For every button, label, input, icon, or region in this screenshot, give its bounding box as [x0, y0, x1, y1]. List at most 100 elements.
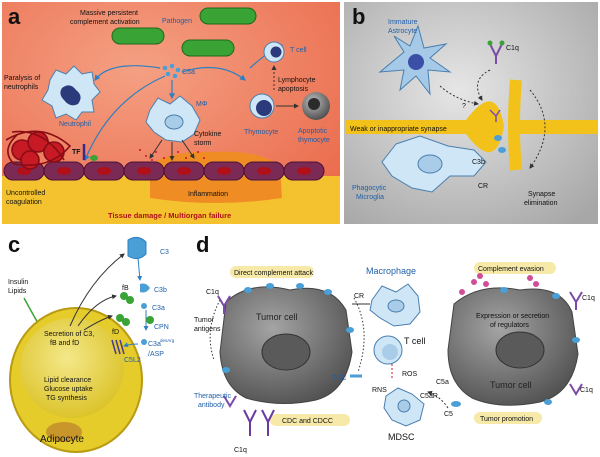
synapse-elimination-line1: Synapse	[528, 191, 555, 198]
question-mark: ?	[462, 103, 466, 110]
fb-label: fB	[122, 285, 129, 292]
cytokine-label-line2: storm	[194, 140, 212, 147]
microglia-nucleus	[417, 154, 443, 174]
lipid-clearance-label: Lipid clearance	[44, 377, 91, 384]
tf-complex	[90, 155, 98, 161]
c5l2-receptor: C5L2	[111, 339, 141, 364]
macrophage-a: MΦ	[145, 95, 208, 143]
tumor-cell-left-label: Tumor cell	[256, 312, 298, 322]
tg-synthesis-label: TG synthesis	[46, 395, 87, 402]
microglia-label-line2: Microglia	[356, 194, 384, 201]
fb-factor: fB	[120, 285, 134, 304]
c3a-desarg-label: C3a	[148, 341, 161, 348]
pathogen-rod	[111, 27, 165, 45]
direct-attack-pill	[230, 266, 314, 278]
thymocyte: Thymocyte	[244, 93, 278, 136]
neutrophil-label: Neutrophil	[59, 121, 91, 128]
tumor-cell-right: Tumor cell	[447, 287, 579, 406]
inflammation-label: Inflammation	[188, 191, 228, 198]
c3b-fragment: C3b	[140, 283, 167, 294]
mdsc-label: MDSC	[388, 432, 415, 442]
paralysis-label-line2: neutrophils	[4, 84, 39, 91]
expression-label-line1: Expression or secretion	[476, 313, 549, 320]
complement-evasion-pill	[474, 262, 556, 274]
pathogen-rod	[181, 39, 235, 57]
endothelium	[3, 161, 325, 181]
tf-label: TF	[72, 149, 81, 156]
secretion-label-line1: Secretion of C3,	[44, 331, 94, 338]
mphi-label: MΦ	[196, 101, 208, 108]
blood-clot	[5, 130, 72, 170]
c1q-label-d3: C1q	[582, 295, 595, 302]
insulin-label: Insulin	[8, 279, 28, 286]
c5l2-label: C5L2	[124, 357, 141, 364]
fd-factor: fD	[112, 314, 130, 336]
c5a-label-d: C5a	[436, 379, 449, 386]
thymocyte-nucleus	[256, 100, 272, 116]
cpn-label: CPN	[154, 324, 169, 331]
panel-c-label: c	[8, 232, 20, 257]
cdc-pill	[270, 414, 350, 426]
pathogen-label: Pathogen	[162, 18, 192, 25]
tumor-antigens-line2: antigens	[194, 326, 221, 333]
c3a-desarg: C3a desArg /ASP	[141, 338, 175, 358]
apoptotic-label-line2: thymocyte	[298, 137, 330, 144]
coagulation-label-line1: Uncontrolled	[6, 190, 45, 197]
coagulation-label-line2: coagulation	[6, 199, 42, 206]
mdsc-nucleus	[397, 399, 411, 413]
c1q-label-d1: C1q	[206, 289, 219, 296]
c1q-label: C1q	[506, 45, 519, 52]
c5l2-arrow	[123, 342, 139, 348]
right-tumor-c3b	[500, 287, 580, 405]
paralysis-label-line1: Paralysis of	[4, 75, 40, 82]
c1q-arrow	[477, 69, 491, 101]
asp-label: /ASP	[148, 351, 164, 358]
left-tumor-c1q	[217, 295, 237, 408]
mdsc-cell: MDSC	[383, 387, 425, 442]
lipid-droplet	[20, 318, 124, 418]
panel-a: a	[2, 2, 340, 224]
tissue-damage-label: Tissue damage / Multiorgan failure	[108, 211, 231, 220]
tumor-cell-right-label: Tumor cell	[490, 380, 532, 390]
immature-astrocyte: Immature Astrocyte	[378, 19, 452, 96]
apoptotic-cell-nucleus	[308, 98, 320, 110]
astrocyte-label-line2: Astrocyte	[388, 28, 417, 35]
panel-a-label: a	[8, 4, 21, 29]
c5-label-d: C5	[444, 411, 453, 418]
elimination-arrow	[529, 89, 546, 169]
panel-c: c Insulin Lipids Adipocyte Secretion of …	[2, 228, 186, 455]
tumor-cell-left: Tumor cell	[219, 286, 353, 405]
lymphocyte-label-line2: apoptosis	[278, 86, 308, 93]
left-tumor-c3b	[222, 283, 354, 373]
panel-d-label: d	[196, 232, 209, 257]
right-tumor-c1q	[569, 291, 583, 396]
c3b-label-c: C3b	[154, 287, 167, 294]
pathogen-rod	[199, 7, 257, 25]
therapeutic-line2: antibody	[198, 402, 225, 409]
t-cell-d-label: T cell	[404, 336, 425, 346]
neutrophil: Neutrophil	[41, 65, 101, 128]
adipocyte-nucleus	[46, 422, 82, 442]
macrophage-d-nucleus	[387, 299, 405, 313]
ros-label: ROS	[402, 371, 418, 378]
macrophage-d: Macrophage	[366, 266, 421, 327]
c5ar-label: C5aR	[420, 393, 438, 400]
panel-d: d Direct complement attack Complement ev…	[190, 228, 598, 455]
apoptotic-thymocyte: Apoptotic thymocyte	[298, 92, 330, 144]
secretion-label-line2: fB and fD	[50, 340, 79, 347]
c3a-label: C3a	[152, 305, 165, 312]
microglia-label-line1: Phagocytic	[352, 185, 387, 192]
c5a-signal-lines	[84, 44, 284, 162]
adipocyte-label: Adipocyte	[40, 434, 84, 445]
fd-secretion-arrow	[83, 314, 113, 331]
lipids-label: Lipids	[8, 288, 27, 295]
astrocyte-label-line1: Immature	[388, 19, 418, 26]
postsynaptic-terminal	[508, 79, 522, 171]
direct-attack-label: Direct complement attack	[234, 270, 313, 277]
fd-label: fD	[112, 329, 119, 336]
c3b-label: C3b	[472, 159, 485, 166]
cytokine-label-line1: Cytokine	[194, 131, 221, 138]
cpn-enzyme: CPN	[146, 316, 169, 331]
c1q-molecule: C1q	[487, 40, 519, 64]
weak-synapse-label: Weak or inappropriate synapse	[350, 126, 447, 133]
